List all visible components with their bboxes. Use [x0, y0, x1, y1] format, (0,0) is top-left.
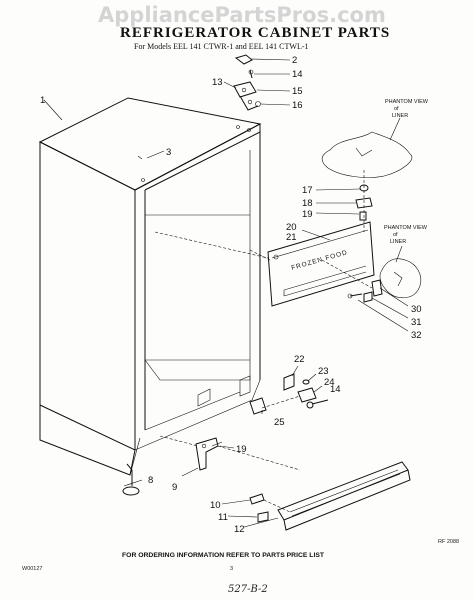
- bottom-hinge-parts: [249, 365, 329, 415]
- callout-17: 17: [302, 185, 313, 196]
- callout-2: 2: [292, 55, 297, 66]
- phantom-view-1-line-2: of: [394, 106, 399, 112]
- phantom-view-liner-top: PHANTOM VIEW of LINER: [321, 99, 429, 178]
- callout-15: 15: [292, 86, 303, 97]
- cabinet: [38, 97, 262, 496]
- phantom-view-liner-bottom: PHANTOM VIEW of LINER: [379, 225, 428, 299]
- callout-18: 18: [302, 198, 313, 209]
- callout-3: 3: [166, 147, 171, 158]
- callout-numbers: 1 2 3 8 9 10 11 12 13 14 14 15 16 17 18 …: [40, 55, 422, 535]
- callout-14-bottom: 14: [330, 384, 341, 395]
- diagram-title: REFRIGERATOR CABINET PARTS: [120, 25, 390, 41]
- callout-24: 24: [324, 377, 335, 388]
- callout-22: 22: [294, 354, 305, 365]
- ordering-info-note: FOR ORDERING INFORMATION REFER TO PARTS …: [122, 552, 325, 559]
- callout-21: 21: [286, 232, 297, 243]
- phantom-view-1-line-1: PHANTOM VIEW: [385, 99, 429, 105]
- left-code: W00127: [22, 566, 43, 572]
- callout-20: 20: [286, 222, 297, 233]
- phantom-view-2-line-3: LINER: [390, 239, 406, 245]
- diagram-subtitle: For Models EEL 141 CTWR-1 and EEL 141 CT…: [134, 42, 309, 51]
- phantom-view-2-line-1: PHANTOM VIEW: [384, 225, 428, 231]
- toe-grille: [221, 461, 411, 531]
- callout-10: 10: [210, 500, 221, 511]
- top-hinge-assembly: [223, 54, 291, 111]
- callout-1: 1: [40, 95, 45, 106]
- page-mark: 3: [230, 566, 233, 572]
- panel-label: FROZEN FOOD: [291, 249, 349, 272]
- callout-14-top: 14: [292, 69, 303, 80]
- callout-31: 31: [411, 317, 422, 328]
- callout-8: 8: [148, 475, 153, 486]
- handwritten-mark: 527-B-2: [228, 584, 268, 595]
- callout-32: 32: [411, 330, 422, 341]
- callout-13: 13: [212, 77, 223, 88]
- phantom-view-2-line-2: of: [393, 232, 398, 238]
- lower-hinge-bracket: [123, 435, 301, 487]
- door-stop-parts: [315, 170, 373, 232]
- callout-23: 23: [318, 366, 329, 377]
- freezer-door-panel: FROZEN FOOD: [267, 221, 375, 307]
- callout-11: 11: [218, 512, 228, 523]
- callout-30: 30: [411, 304, 422, 315]
- door-latch-parts: [321, 259, 409, 332]
- watermark: AppliancePartsPros.com: [98, 3, 386, 27]
- callout-25: 25: [274, 417, 285, 428]
- callout-12: 12: [234, 524, 245, 535]
- callout-19-door: 19: [302, 209, 313, 220]
- diagram-code: RF 2088: [438, 539, 459, 545]
- phantom-view-1-line-3: LINER: [392, 113, 408, 119]
- callout-9: 9: [172, 482, 177, 493]
- callout-19-bracket: 19: [236, 444, 247, 455]
- callout-16: 16: [292, 100, 303, 111]
